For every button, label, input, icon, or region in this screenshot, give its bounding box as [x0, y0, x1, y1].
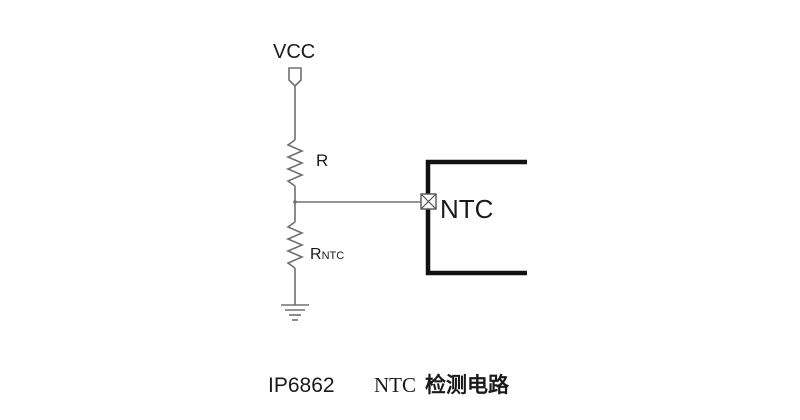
ntc-pin-icon — [420, 193, 437, 210]
caption-cjk: 检测电路 — [425, 373, 510, 397]
resistor-r — [285, 139, 305, 187]
vcc-supply-icon — [288, 67, 302, 88]
ground-icon — [281, 304, 309, 321]
vcc-label: VCC — [273, 41, 315, 63]
resistor-rntc — [285, 221, 305, 269]
chip-outline — [425, 159, 527, 276]
caption-part: IP6862 — [268, 374, 335, 397]
resistor-rntc-label: RNTC — [310, 246, 344, 263]
caption-latin: NTC — [374, 373, 416, 397]
rntc-main: R — [310, 246, 322, 263]
junction-dot — [293, 200, 297, 204]
ntc-pin-label: NTC — [440, 194, 493, 224]
resistor-r-label: R — [316, 151, 328, 170]
rntc-subscript: NTC — [322, 250, 345, 262]
